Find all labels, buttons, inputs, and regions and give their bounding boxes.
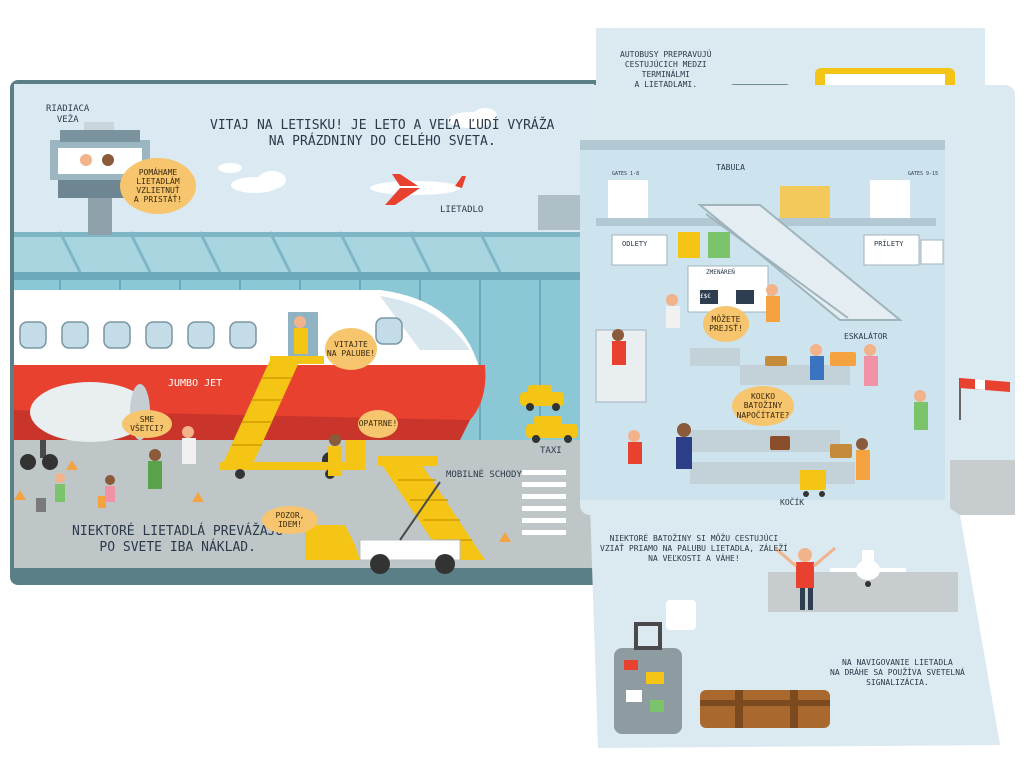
- brown-suitcase: [700, 690, 830, 728]
- speech-bubble-attention: Pozor, idem!: [262, 506, 318, 534]
- taxi-label: Taxi: [540, 446, 562, 456]
- baggage-cart: [800, 470, 826, 497]
- arrivals-label: Prílety: [874, 240, 904, 248]
- cargo-text: Niektoré lietadlá prevážajú po svete iba…: [72, 524, 284, 556]
- signal-text: Na navigovanie lietadla na dráhe sa použ…: [830, 658, 965, 687]
- bottom-flap: [590, 505, 1000, 748]
- terminal-roof: [14, 232, 594, 272]
- traffic-cones: [14, 460, 511, 542]
- board-label: Tabuľa: [716, 163, 745, 172]
- speech-bubble-weigh: Koľko batožiny napočítate?: [732, 386, 794, 426]
- bus-text: Autobusy prepravujú cestujúcich medzi te…: [620, 50, 712, 89]
- exchange-booth: [687, 265, 769, 313]
- speech-bubble-welcome: Vitajte na palube!: [325, 328, 377, 370]
- cart-label: Kočík: [780, 498, 805, 507]
- departures-label: Odlety: [622, 240, 648, 248]
- marshaller-illustration: [774, 546, 836, 610]
- speech-bubble-careful: Opatrne!: [358, 410, 398, 438]
- luggage-text: Niektoré batožiny si môžu cestujúci vzia…: [600, 534, 788, 563]
- gates-right-label: Gates 9-15: [908, 171, 939, 177]
- mobile-stairs-label: Mobilné schody: [446, 470, 522, 480]
- tarmac: [14, 440, 594, 568]
- speech-bubble-tower: Pomáhame lietadlám vzlietnuť a pristáť!: [120, 158, 196, 214]
- control-tower-label: Riadiaca veža: [46, 104, 90, 126]
- rolling-suitcase: [614, 622, 682, 734]
- exchange-label: Zmenáreň: [706, 269, 735, 276]
- windsock: [959, 378, 1010, 420]
- airplane-front-illustration: [830, 550, 906, 587]
- speech-bubble-all-here: Sme všetci?: [122, 410, 172, 438]
- small-plane-illustration: [370, 174, 466, 205]
- flap-hole: [666, 600, 696, 630]
- luggage-on-belt: [765, 352, 856, 458]
- plane-label: Lietadlo: [440, 205, 484, 215]
- escalator-label: Eskalátor: [844, 332, 888, 341]
- stairs-truck: [305, 456, 485, 574]
- intro-heading: Vitaj na letisku! Je leto a veľa ľudí vy…: [210, 118, 555, 150]
- mobile-stairs-1: [220, 356, 365, 479]
- speech-bubble-may-pass: Môžete prejsť!: [703, 306, 749, 342]
- departures-board: [611, 234, 668, 266]
- escalator-illustration: [697, 204, 903, 321]
- terminal-people: [612, 284, 928, 480]
- jumbo-jet-label: Jumbo jet: [168, 378, 223, 389]
- taxi-illustrations: [520, 385, 578, 443]
- arrivals-board: [863, 234, 920, 266]
- currency-label: £$€: [700, 293, 711, 300]
- passengers-illustration: [36, 316, 342, 512]
- crosswalk: [522, 470, 566, 535]
- gates-left-label: Gates 1-8: [612, 171, 640, 177]
